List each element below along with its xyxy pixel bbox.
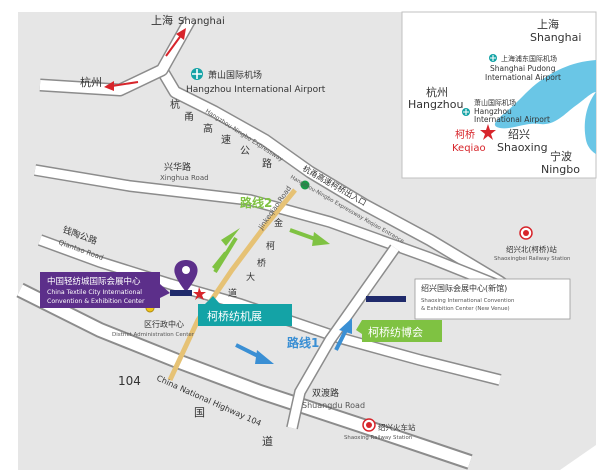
jinke-char: 柯 [266, 240, 275, 252]
airport-label-en: Hangzhou International Airport [186, 85, 326, 95]
xinghua-label-cn: 兴华路 [164, 161, 191, 173]
shuangdu-label-en: Shuangdu Road [302, 401, 365, 410]
jinke-char: 大 [246, 271, 255, 283]
arrow-to-shanghai [165, 28, 186, 57]
inset-shanghai-en: Shanghai [530, 31, 581, 44]
expressway-char: 速 [221, 134, 231, 146]
jinkeqiao-road [167, 188, 297, 382]
jinke-char: 道 [228, 287, 237, 299]
shaoxing-rail-label-en: Shaoxing Railway Station [344, 435, 412, 441]
star-icon [193, 287, 206, 300]
airport-icon [462, 108, 470, 116]
highway-104-dao: 道 [262, 434, 273, 448]
expressway-char: 公 [240, 146, 250, 157]
shanghai-label-en: Shanghai [178, 16, 225, 27]
sea-water [584, 92, 596, 154]
new-venue-label-en-2: & Exhibition Center (New Venue) [421, 306, 510, 312]
railway-station-icon [519, 226, 533, 240]
inset-hangzhou-en: Hangzhou [408, 98, 463, 111]
inset-hangzhou-cn: 杭州 [426, 85, 448, 99]
hangzhou-label-cn: 杭州 [80, 75, 102, 89]
expressway-char: 高 [203, 122, 213, 135]
kefang-jizhan-label: 柯桥纺机展 [207, 309, 262, 323]
expressway-char: 路 [262, 157, 272, 170]
inset-shaoxing-cn: 绍兴 [508, 127, 530, 141]
kefang-jizhan-box [198, 304, 292, 326]
jinke-char: 金 [274, 217, 283, 229]
highway-104-number: 104 [118, 374, 141, 388]
route1-arrow-right [235, 343, 274, 364]
location-pin-icon [174, 260, 198, 292]
jinke-char: 桥 [257, 257, 266, 269]
inset-ningbo-en: Ningbo [541, 163, 580, 176]
route2-arrow-up [212, 228, 240, 274]
inset-pudong-cn: 上海浦东国际机场 [501, 54, 557, 63]
expressway [157, 65, 530, 305]
new-venue-marker [366, 296, 406, 302]
shaoxing-rail-label-cn: 绍兴火车站 [378, 422, 416, 432]
route2-label: 路线2 [240, 195, 272, 210]
shuangdu-label-cn: 双渡路 [312, 387, 339, 399]
inset-xiaoshan-en-2: International Airport [474, 115, 550, 124]
kefang-bohui-box [362, 320, 442, 342]
expressway-char: 甬 [184, 111, 194, 123]
district-label-cn: 区行政中心 [144, 319, 184, 329]
road-to-shanghai [39, 17, 195, 95]
new-venue-label-cn: 绍兴国际会展中心(新馆) [421, 283, 507, 293]
shuangdu-road [287, 245, 399, 429]
highway-104 [17, 284, 472, 468]
airport-icon [489, 54, 497, 62]
route2-arrow-right [289, 228, 330, 246]
new-venue-label-en-1: Shaoxing International Convention [421, 298, 514, 304]
inset-pudong-en-1: Shanghai Pudong [490, 64, 556, 73]
railway-station-icon [362, 418, 376, 432]
arrow-to-hangzhou [104, 81, 139, 91]
kefang-jizhan-pointer [205, 296, 220, 304]
inset-keqiao-cn: 柯桥 [455, 128, 475, 141]
route1-arrow-up [334, 318, 352, 351]
xinghua-road [34, 165, 522, 299]
airport-icon [191, 68, 203, 80]
inset-map: 上海 Shanghai 上海浦东国际机场 Shanghai Pudong Int… [401, 11, 597, 179]
inset-ningbo-cn: 宁波 [550, 149, 572, 163]
ctc-label-pointer [160, 284, 170, 298]
ctc-label-en-2: Convention & Exhibition Center [47, 298, 145, 305]
inset-keqiao-en: Keqiao [452, 143, 486, 154]
new-venue-label-box [414, 278, 571, 320]
ctc-label-en-1: China Textile City International [47, 289, 142, 296]
airport-label-cn: 萧山国际机场 [208, 69, 262, 81]
bay-water [494, 60, 596, 129]
expressway-exit-marker [300, 180, 310, 190]
highway-104-guo: 国 [194, 406, 205, 419]
ctc-label-box [40, 272, 160, 308]
route1-label: 路线1 [287, 335, 319, 350]
inset-xiaoshan-en-1: Hangzhou [474, 107, 512, 116]
inset-xiaoshan-cn: 萧山国际机场 [474, 98, 516, 107]
kefang-bohui-label: 柯桥纺博会 [368, 325, 423, 339]
inset-shanghai-cn: 上海 [537, 17, 559, 31]
expressway-char: 杭 [170, 98, 180, 111]
shaoxingbei-label-en: Shaoxingbei Railway Station [494, 256, 570, 262]
district-label-en: District Administration Center [112, 332, 195, 338]
ctc-venue-marker [170, 290, 192, 296]
kefang-bohui-pointer [356, 320, 362, 334]
xinghua-label-en: Xinghua Road [160, 174, 209, 182]
inset-pudong-en-2: International Airport [485, 73, 561, 82]
shaoxingbei-label-cn: 绍兴北(柯桥)站 [506, 244, 557, 254]
ctc-label-cn: 中国轻纺城国际会展中心 [47, 276, 141, 287]
inset-shaoxing-en: Shaoxing [497, 141, 548, 154]
shanghai-label-cn: 上海 [151, 13, 173, 27]
star-icon [480, 124, 496, 140]
